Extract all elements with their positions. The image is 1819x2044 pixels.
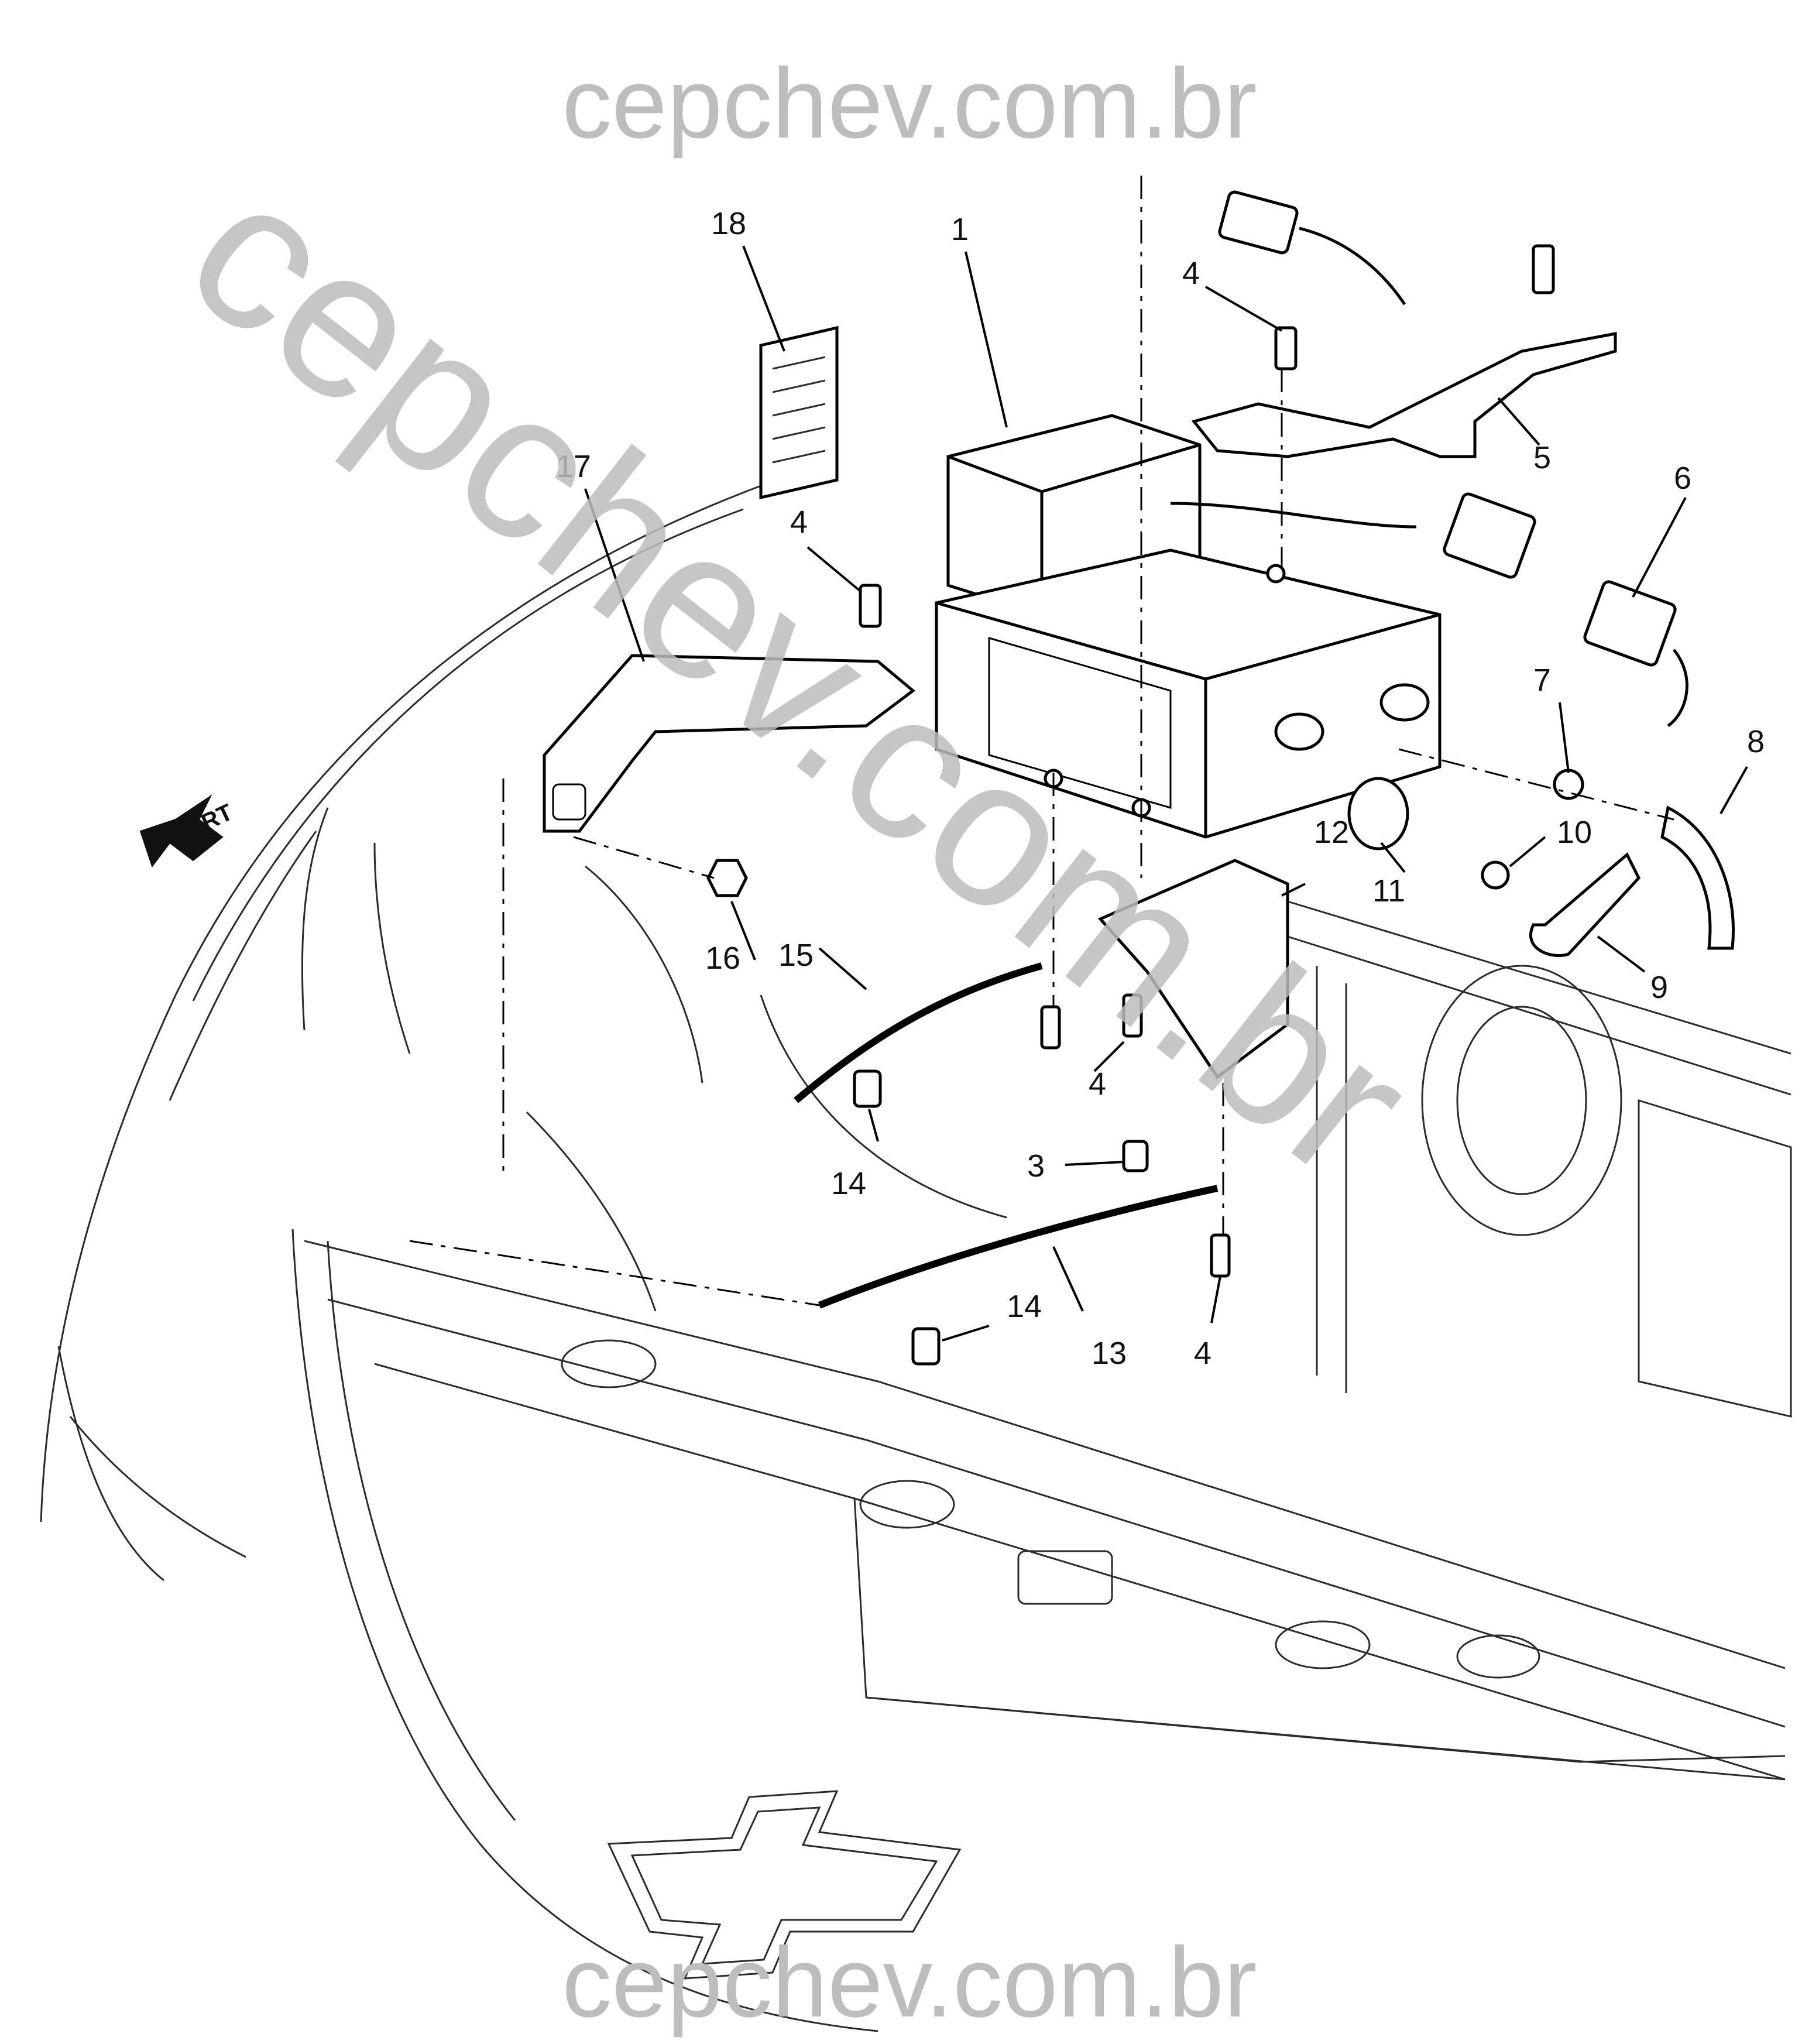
nut-16-icon xyxy=(706,859,748,897)
callout-4d: 4 xyxy=(1194,1336,1211,1371)
fitting-11-shape xyxy=(1347,777,1409,850)
callout-10: 10 xyxy=(1557,815,1592,850)
callout-17: 17 xyxy=(556,449,591,484)
vehicle-body xyxy=(40,485,1792,2032)
hoses-and-fittings xyxy=(1347,769,1735,958)
hose-9-shape xyxy=(1529,852,1641,958)
callout-3: 3 xyxy=(1027,1148,1045,1184)
callout-11: 11 xyxy=(1372,873,1405,908)
callout-4c: 4 xyxy=(1089,1066,1106,1102)
callout-leaders xyxy=(584,245,1748,1342)
callout-5: 5 xyxy=(1533,440,1551,475)
callout-9: 9 xyxy=(1650,970,1668,1005)
bolt-14-icon xyxy=(853,1069,882,1108)
bolt-14-icon xyxy=(911,1327,941,1366)
installation-centerlines xyxy=(409,176,1674,1306)
caution-label-18 xyxy=(759,325,839,500)
fasteners xyxy=(706,244,1555,1366)
bolt-4-icon xyxy=(859,584,882,628)
wire-harness xyxy=(1170,190,1688,728)
callout-4a: 4 xyxy=(790,505,808,540)
callout-12: 12 xyxy=(1314,815,1349,850)
bolt-4-icon xyxy=(1040,1005,1061,1050)
watermark-top: cepchev.com.br xyxy=(562,48,1257,159)
bolt-4-icon xyxy=(1122,993,1143,1038)
callout-16: 16 xyxy=(705,941,740,976)
bracket-17 xyxy=(543,654,916,833)
callout-8: 8 xyxy=(1747,724,1765,759)
callout-6: 6 xyxy=(1674,461,1691,496)
hose-8-shape xyxy=(1660,805,1735,950)
abs-modulator-assembly xyxy=(935,414,1442,839)
callout-1: 1 xyxy=(951,212,969,247)
callout-14a: 14 xyxy=(831,1166,866,1201)
callout-7: 7 xyxy=(1533,663,1551,698)
bracket-12 xyxy=(1097,859,1289,1079)
bolt-4-icon xyxy=(1274,326,1298,371)
front-direction-indicator: FRT xyxy=(139,794,236,868)
callout-4b: 4 xyxy=(1182,256,1200,291)
bolt-3-icon xyxy=(1122,1140,1149,1172)
callout-13: 13 xyxy=(1092,1336,1127,1371)
watermark-bottom: cepchev.com.br xyxy=(562,1927,1257,2038)
callout-numbers: 1 18 17 4 4 5 6 7 8 10 11 9 12 16 15 4 1… xyxy=(556,206,1765,1371)
bolt-4-icon xyxy=(1210,1233,1231,1278)
callout-18: 18 xyxy=(711,206,746,241)
callout-14b: 14 xyxy=(1007,1289,1042,1324)
front-arrow-icon xyxy=(139,794,224,868)
ground-straps xyxy=(794,962,1219,1309)
callout-15: 15 xyxy=(778,938,814,973)
bowtie-emblem-icon xyxy=(607,1790,962,1980)
clamp-10-shape xyxy=(1481,860,1510,890)
bracket-5 xyxy=(1191,331,1617,458)
bolt-4-icon xyxy=(1532,244,1555,294)
